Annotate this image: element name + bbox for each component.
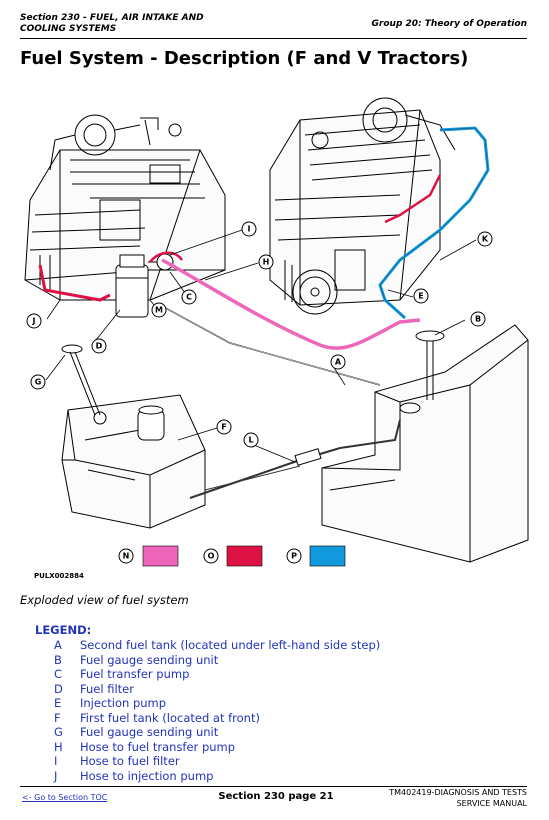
svg-text:M: M xyxy=(155,306,163,315)
svg-text:P: P xyxy=(291,552,297,561)
svg-text:G: G xyxy=(35,378,42,387)
figure-id: PULX002884 xyxy=(34,572,84,580)
left-engine xyxy=(24,114,226,301)
callout-i: I xyxy=(241,221,257,237)
svg-text:O: O xyxy=(208,552,215,561)
swatch-p: P xyxy=(286,545,346,567)
legend-heading: LEGEND: xyxy=(35,623,92,637)
svg-text:I: I xyxy=(248,225,251,234)
page-title: Fuel System - Description (F and V Tract… xyxy=(20,48,469,69)
swatch-o: O xyxy=(203,545,263,567)
sending-unit-g xyxy=(61,344,101,416)
svg-text:F: F xyxy=(221,423,226,432)
hose-injection-right xyxy=(384,174,442,224)
section-toc-link[interactable]: <- Go to Section TOC xyxy=(22,793,108,802)
svg-text:N: N xyxy=(123,552,130,561)
right-engine xyxy=(269,97,456,315)
callout-f: F xyxy=(216,419,232,435)
svg-text:B: B xyxy=(475,315,481,324)
fuel-filter xyxy=(115,254,149,318)
svg-text:H: H xyxy=(263,258,270,267)
svg-text:E: E xyxy=(418,292,423,301)
svg-text:K: K xyxy=(482,235,489,244)
footer-divider xyxy=(20,786,527,787)
swatch-n: N xyxy=(118,545,179,567)
hose-to-fuel-transfer-pump xyxy=(161,258,421,350)
hose-to-fuel-filter xyxy=(149,251,184,263)
page-number: Section 230 page 21 xyxy=(218,791,334,802)
header-divider xyxy=(20,38,527,39)
callout-k: K xyxy=(477,231,493,247)
hose-to-injection-pump xyxy=(38,264,111,302)
manual-id: TM402419-DIAGNOSIS AND TESTS SERVICE MAN… xyxy=(389,788,527,808)
figure-caption: Exploded view of fuel system xyxy=(20,593,189,607)
callout-m: M xyxy=(151,302,167,318)
callout-j: J xyxy=(26,313,42,329)
callout-a: A xyxy=(330,354,346,370)
section-header: Section 230 - FUEL, AIR INTAKE AND COOLI… xyxy=(20,13,204,34)
callout-b: B xyxy=(470,311,486,327)
callout-e: E xyxy=(413,288,429,304)
svg-text:L: L xyxy=(248,436,253,445)
sending-unit-b xyxy=(415,330,445,400)
svg-text:D: D xyxy=(96,342,103,351)
callout-l: L xyxy=(243,432,259,448)
callout-h: H xyxy=(258,254,274,270)
callout-d: D xyxy=(91,338,107,354)
svg-text:J: J xyxy=(32,317,36,326)
callout-c: C xyxy=(181,289,197,305)
group-header: Group 20: Theory of Operation xyxy=(371,19,527,29)
svg-text:A: A xyxy=(335,358,342,367)
fuel-system-diagram: A B C D E F G H I J K L M N O P PULX0028… xyxy=(24,97,529,580)
front-fuel-tank xyxy=(61,394,206,529)
svg-text:C: C xyxy=(186,293,192,302)
callout-g: G xyxy=(30,374,46,390)
second-fuel-tank xyxy=(321,324,529,563)
